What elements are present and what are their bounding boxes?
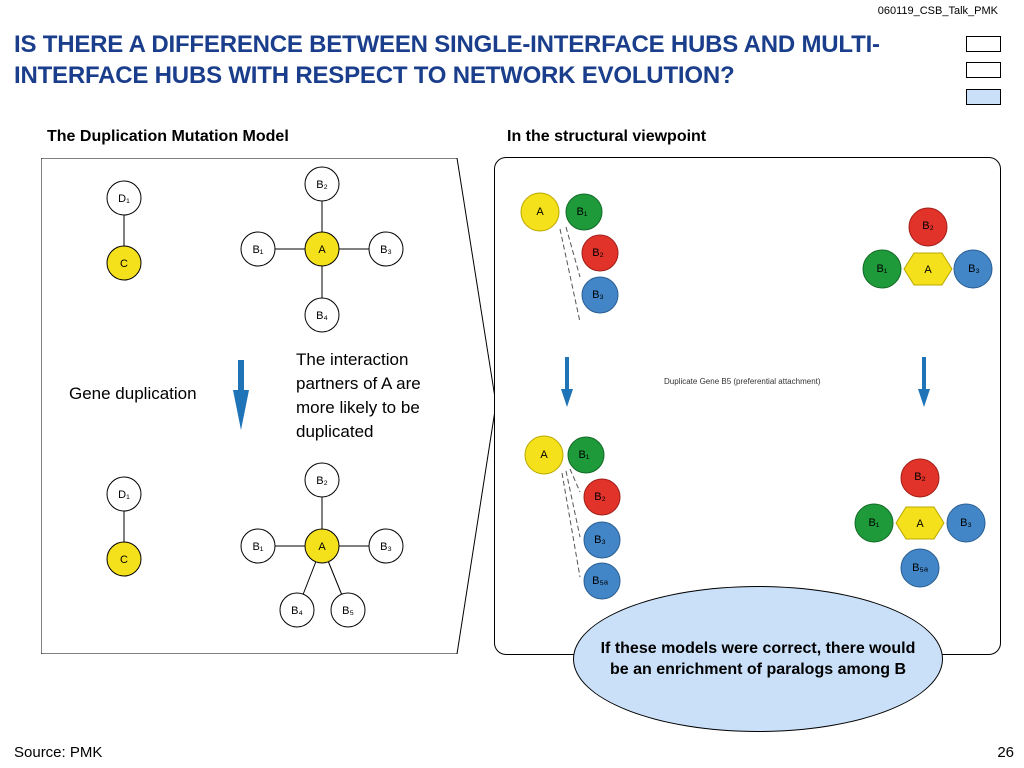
interaction-note: The interaction partners of A are more l… <box>296 350 421 441</box>
domain-a-bottom-label: A <box>540 449 548 461</box>
domain-b2-bottom-hub-label: B₂ <box>914 471 926 483</box>
conclusion-text: If these models were correct, there woul… <box>600 640 916 678</box>
node-b5-bottom-label: B₅ <box>342 605 354 617</box>
node-b1-top <box>240 231 276 267</box>
node-d1-top <box>106 180 142 216</box>
domain-b3-bottom-label: B₃ <box>594 534 606 546</box>
domain-b5a-bottom-hub-label: B₅ₐ <box>912 562 929 574</box>
node-b2-bottom <box>304 462 340 498</box>
domain-b2-top-label: B₂ <box>592 247 604 259</box>
node-b1-top-label: B₁ <box>252 244 263 256</box>
left-heading: The Duplication Mutation Model <box>47 128 289 145</box>
domain-b3-top <box>581 276 619 314</box>
domain-b2-bottom-hub <box>900 458 940 498</box>
node-d1-top-label: D₁ <box>118 193 130 205</box>
mid-caption: Duplicate Gene B5 (preferential attachme… <box>664 377 821 386</box>
talk-id: 060119_CSB_Talk_PMK <box>877 5 998 17</box>
domain-b2-top-hub-label: B₂ <box>922 220 934 232</box>
node-c-top <box>106 245 142 281</box>
domain-b5a-bottom <box>583 562 621 600</box>
node-b4-top-label: B₄ <box>316 310 328 322</box>
domain-b3-top-hub-label: B₃ <box>968 263 980 275</box>
domain-b1-bottom <box>567 436 605 474</box>
dash-bottom-3 <box>561 472 581 578</box>
right-heading: In the structural viewpoint <box>507 128 707 145</box>
domain-b3-bottom <box>583 521 621 559</box>
domain-b1-top-label: B₁ <box>576 206 587 218</box>
source-note: Source: PMK <box>14 744 103 761</box>
node-b1-bottom <box>240 528 276 564</box>
domain-b1-top-hub <box>862 249 902 289</box>
node-b2-top <box>304 166 340 202</box>
gene-duplication-label: Gene duplication <box>69 384 197 403</box>
domain-a-bottom <box>524 435 564 475</box>
page-number: 26 <box>997 744 1014 761</box>
structural-diagram: A B₁ B₂ B₃ A B₂ B₁ B₃ Duplicate Gene B5 … <box>520 192 993 600</box>
conclusion-callout: If these models were correct, there woul… <box>573 586 943 732</box>
node-b1-bottom-label: B₁ <box>252 541 263 553</box>
arrow-down-icon <box>233 360 249 430</box>
domain-a-bottom-hub <box>895 506 945 540</box>
domain-b5a-bottom-label: B₅ₐ <box>592 575 609 587</box>
domain-b1-bottom-hub-label: B₁ <box>868 517 879 529</box>
domain-b1-top <box>565 193 603 231</box>
domain-a-bottom-hub-label: A <box>916 518 924 530</box>
node-a-top-label: A <box>318 244 326 256</box>
domain-b1-bottom-label: B₁ <box>578 449 589 461</box>
slide-title: IS THERE A DIFFERENCE BETWEEN SINGLE-INT… <box>14 31 880 89</box>
domain-b1-top-hub-label: B₁ <box>876 263 887 275</box>
node-c-bottom <box>106 541 142 577</box>
node-b3-bottom-label: B₃ <box>380 541 392 553</box>
domain-b5a-bottom-hub <box>900 548 940 588</box>
node-c-top-label: C <box>120 258 128 270</box>
node-d1-bottom-label: D₁ <box>118 489 130 501</box>
node-c-bottom-label: C <box>120 554 128 566</box>
nav-box-1[interactable] <box>966 36 1001 52</box>
domain-a-top-hub <box>903 252 953 286</box>
node-b3-bottom <box>368 528 404 564</box>
node-a-bottom <box>304 528 340 564</box>
node-b3-top-label: B₃ <box>380 244 392 256</box>
arrow-down-icon-left <box>561 357 573 407</box>
domain-b3-top-hub <box>953 249 993 289</box>
dash-bottom-2 <box>565 470 581 538</box>
node-d1-bottom <box>106 476 142 512</box>
domain-a-top-hub-label: A <box>924 264 932 276</box>
nav-box-2[interactable] <box>966 62 1001 78</box>
node-b4-bottom-label: B₄ <box>291 605 303 617</box>
domain-a-top-label: A <box>536 206 544 218</box>
domain-b3-bottom-hub <box>946 503 986 543</box>
node-b3-top <box>368 231 404 267</box>
domain-a-top <box>520 192 560 232</box>
node-a-top <box>304 231 340 267</box>
duplication-model-diagram: D₁ C B₂ B₁ B₃ B₄ A D₁ C B₂ B₁ B₃ B₄ B₅ A <box>41 158 497 654</box>
domain-b2-top <box>581 234 619 272</box>
node-b5-bottom <box>330 592 366 628</box>
domain-b3-top-label: B₃ <box>592 289 604 301</box>
node-a-bottom-label: A <box>318 541 326 553</box>
node-b4-top <box>304 297 340 333</box>
domain-b3-bottom-hub-label: B₃ <box>960 517 972 529</box>
node-b2-top-label: B₂ <box>316 179 328 191</box>
nav-box-3-active[interactable] <box>966 89 1001 105</box>
dash-top-1 <box>565 226 581 278</box>
domain-b1-bottom-hub <box>854 503 894 543</box>
arrow-down-icon-right <box>918 357 930 407</box>
domain-b2-top-hub <box>908 207 948 247</box>
node-b4-bottom <box>279 592 315 628</box>
dash-bottom-1 <box>569 468 581 493</box>
domain-b2-bottom <box>583 478 621 516</box>
node-b2-bottom-label: B₂ <box>316 475 328 487</box>
domain-b2-bottom-label: B₂ <box>594 491 606 503</box>
